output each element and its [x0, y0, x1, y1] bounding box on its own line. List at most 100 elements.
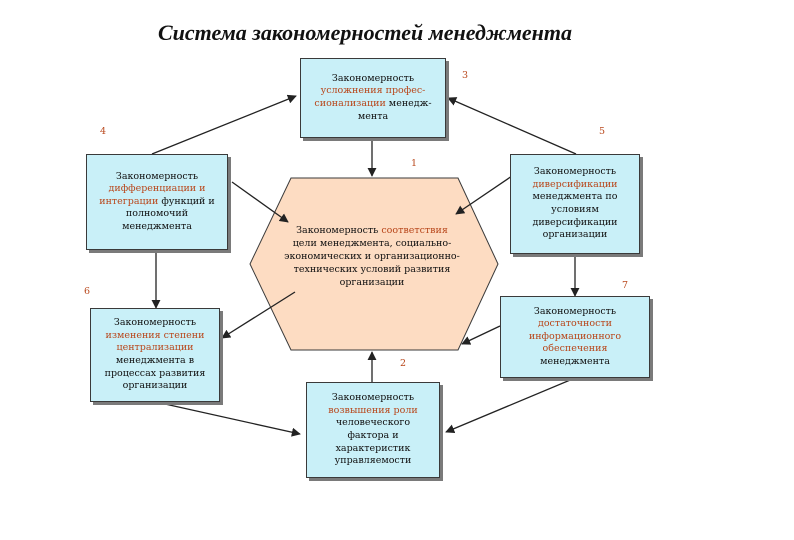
text-segment: менеджмента: [122, 220, 192, 232]
text-segment: технических условий развития: [293, 264, 451, 276]
text-segment: цели менеджмента, социально-: [292, 238, 452, 250]
number-label-1: 1: [411, 158, 418, 169]
text-line: менеджмента: [540, 356, 610, 369]
highlighted-text: диверсификации: [532, 178, 618, 190]
arrow-left-upper-to-top: [151, 94, 297, 155]
text-line: сионализации менедж-: [314, 98, 431, 111]
text-segment: организации: [339, 277, 405, 289]
text-line: условиям: [551, 204, 599, 217]
highlighted-text: соответствия: [381, 225, 448, 236]
highlighted-text: изменения степени: [105, 329, 205, 341]
text-line: фактора и: [347, 430, 398, 443]
highlighted-text: дифференциации и: [108, 183, 206, 195]
text-line: человеческого: [336, 417, 410, 430]
text-segment: Закономерность: [331, 72, 415, 84]
text-line: диверсификации: [532, 179, 617, 192]
arrow-right-lower-to-bottom: [445, 377, 576, 434]
text-segment: организации: [542, 229, 608, 241]
text-line: мента: [358, 111, 388, 124]
text-segment: менеджмента: [540, 355, 610, 367]
number-label-4: 4: [100, 126, 107, 137]
text-line: экономических и организационно-: [252, 250, 492, 263]
text-segment: условиям: [551, 204, 599, 215]
text-line: менеджмента: [122, 221, 192, 234]
text-line: Закономерность: [332, 392, 414, 405]
arrow-right-lower-to-center: [461, 325, 501, 345]
text-segment: полномочий: [125, 208, 189, 220]
text-segment: диверсификации: [532, 216, 618, 228]
text-line: Закономерность: [114, 317, 196, 330]
text-segment: характеристик: [335, 442, 411, 454]
number-label-6: 6: [84, 286, 91, 297]
text-segment: менеджмента по: [532, 191, 618, 203]
number-label-7: 7: [622, 280, 629, 291]
text-segment: человеческого: [335, 417, 411, 429]
text-line: достаточности: [538, 318, 612, 331]
text-segment: управляемости: [334, 455, 412, 467]
text-segment: Закономерность: [115, 170, 199, 182]
text-segment: экономических и организационно-: [284, 251, 460, 263]
text-line: менеджмента по: [533, 191, 618, 204]
text-line: управляемости: [335, 455, 412, 468]
text-line: менеджмента в: [116, 355, 194, 368]
text-segment: Закономерность: [533, 166, 617, 178]
highlighted-text: усложнения профес-: [320, 85, 426, 97]
text-line: Закономерность: [534, 166, 616, 179]
text-line: централизации: [116, 342, 193, 355]
text-line: дифференциации и: [109, 183, 206, 196]
text-line: диверсификации: [532, 217, 617, 230]
text-segment: функций и: [158, 195, 215, 207]
text-line: возвышения роли: [328, 405, 417, 418]
arrow-left-upper-to-center: [231, 181, 289, 223]
text-line: Закономерность соответствия: [252, 224, 492, 237]
arrow-right-upper-to-top: [447, 97, 577, 155]
text-line: организации: [252, 276, 492, 289]
number-label-5: 5: [599, 126, 606, 137]
highlighted-text: возвышения роли: [328, 404, 418, 416]
text-segment: Закономерность: [113, 317, 197, 329]
arrow-center-to-left-lower: [221, 291, 296, 339]
highlighted-text: интеграции: [99, 195, 159, 207]
text-segment: Закономерность: [533, 305, 617, 317]
number-label-2: 2: [400, 358, 407, 369]
diagram-title: Система закономерностей менеджмента: [158, 20, 572, 45]
text-segment: Закономерность: [331, 392, 415, 404]
text-line: организации: [543, 229, 608, 242]
text-segment: фактора и: [347, 430, 399, 441]
text-segment: менедж-: [385, 98, 432, 109]
text-segment: мента: [357, 110, 389, 122]
text-line: интеграции функций и: [99, 196, 215, 209]
text-line: Закономерность: [116, 171, 198, 184]
text-line: информационного: [529, 331, 621, 344]
text-line: усложнения профес-: [321, 85, 426, 98]
text-line: цели менеджмента, социально-: [252, 237, 492, 250]
number-label-3: 3: [462, 70, 469, 81]
text-line: характеристик: [336, 443, 411, 456]
highlighted-text: достаточности: [537, 318, 613, 330]
text-line: процессах развития: [105, 368, 206, 381]
text-segment: процессах развития: [104, 367, 206, 379]
text-line: обеспечения: [543, 343, 608, 356]
text-line: изменения степени: [106, 330, 205, 343]
text-line: полномочий: [126, 208, 188, 221]
text-line: Закономерность: [534, 306, 616, 319]
text-segment: организации: [122, 380, 188, 392]
highlighted-text: централизации: [116, 342, 194, 354]
arrow-right-upper-to-center: [455, 175, 513, 215]
highlighted-text: информационного: [528, 330, 622, 342]
center-hexagon: [249, 177, 499, 351]
highlighted-text: сионализации: [314, 98, 386, 109]
text-line: Закономерность: [332, 73, 414, 86]
text-segment: менеджмента в: [115, 355, 195, 366]
text-line: организации: [123, 380, 188, 393]
arrow-left-lower-to-bottom: [155, 401, 301, 437]
text-segment: Закономерность: [296, 225, 382, 236]
